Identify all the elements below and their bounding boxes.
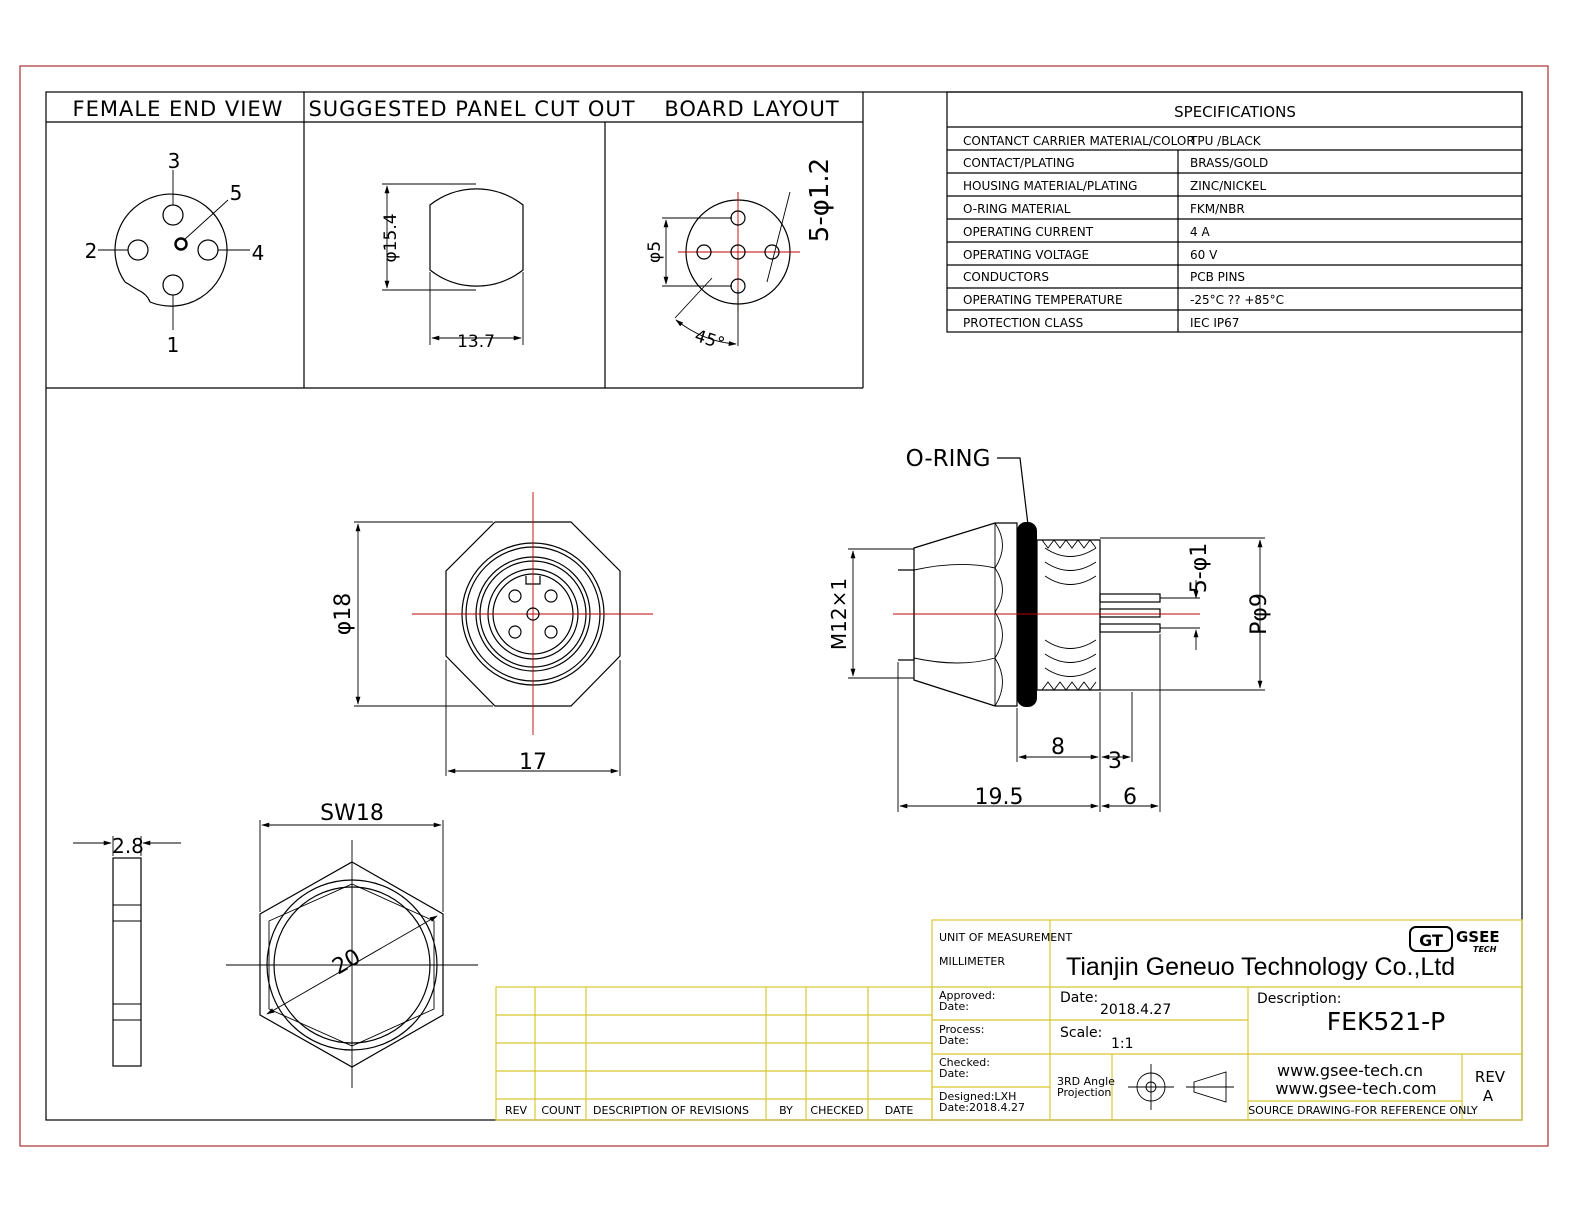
spec-row-value: PCB PINS [1190, 270, 1245, 284]
spec-row-value: 60 V [1190, 248, 1218, 262]
board-angle-dim: 45° [692, 326, 727, 354]
logo-name: GSEE [1456, 928, 1500, 946]
spec-row-value: -25°C ?? +85°C [1190, 293, 1284, 307]
board-pins-dim: 5-φ1.2 [805, 158, 835, 242]
nut-thickness-dim: 2.8 [112, 834, 144, 858]
board-layout: φ5 45° 5-φ1.2 [645, 158, 835, 355]
female-end-view: 1 2 3 4 5 [85, 149, 265, 357]
pin-label-1: 1 [167, 333, 180, 357]
projection-symbol [1128, 1064, 1234, 1110]
unit-value: MILLIMETER [939, 955, 1005, 968]
spec-row-value: ZINC/NICKEL [1190, 179, 1267, 193]
side-view: O-RING M12×1 5-φ1 Pφ9 8 3 19.5 6 [827, 446, 1272, 812]
process-label: Process: [939, 1023, 984, 1036]
spec-row-label: PROTECTION CLASS [963, 316, 1083, 330]
logo-sub: TECH [1473, 945, 1497, 954]
spec-row-value: IEC IP67 [1190, 316, 1239, 330]
side-pins-dim: 5-φ1 [1187, 543, 1212, 593]
rev-value: A [1483, 1087, 1494, 1105]
spec-row-value: 4 A [1190, 225, 1210, 239]
checked-date-label: Date: [939, 1067, 969, 1080]
spec-row-value: FKM/NBR [1190, 202, 1245, 216]
spec-row-label: CONDUCTORS [963, 270, 1049, 284]
front-width-dim: 17 [519, 750, 547, 775]
oring-callout: O-RING [906, 446, 991, 472]
spec-row-label: CONTACT/PLATING [963, 156, 1075, 170]
designed-label: Designed:LXH [939, 1090, 1016, 1103]
spec-row-label: OPERATING VOLTAGE [963, 248, 1089, 262]
nut-sw-dim: SW18 [320, 801, 384, 826]
website-cn: www.gsee-tech.cn [1277, 1061, 1423, 1080]
revision-header: BY [779, 1104, 793, 1117]
revision-header: DATE [885, 1104, 914, 1117]
company-name: Tianjin Geneuo Technology Co.,Ltd [1066, 953, 1455, 981]
approved-date-label: Date: [939, 1000, 969, 1013]
spec-row-label: O-RING MATERIAL [963, 202, 1071, 216]
spec-row-label: CONTANCT CARRIER MATERIAL/COLOR [963, 134, 1195, 148]
board-circle-dim: φ5 [645, 241, 665, 263]
nut-diameter-dim: 20 [328, 945, 365, 981]
revisions-table: REV COUNT DESCRIPTION OF REVISIONS BY CH… [495, 986, 933, 1121]
approved-label: Approved: [939, 989, 995, 1002]
company-logo: GT GSEE TECH [1409, 926, 1500, 954]
projection-line2: Projection [1057, 1086, 1111, 1099]
nut-side-view: 2.8 [73, 834, 181, 1067]
website-com: www.gsee-tech.com [1275, 1079, 1436, 1098]
pin-label-2: 2 [85, 239, 98, 263]
spec-row-label: HOUSING MATERIAL/PLATING [963, 179, 1137, 193]
process-date-label: Date: [939, 1034, 969, 1047]
side-d3-dim: 3 [1108, 749, 1122, 774]
panel-cut-out: φ15.4 13.7 [381, 183, 524, 352]
pin-label-5: 5 [230, 181, 243, 205]
side-pcd-dim: Pφ9 [1247, 593, 1272, 635]
spec-row-label: OPERATING CURRENT [963, 225, 1094, 239]
description-label: Description: [1257, 991, 1341, 1007]
side-thread-dim: M12×1 [827, 578, 851, 650]
source-note: SOURCE DRAWING-FOR REFERENCE ONLY [1248, 1104, 1478, 1117]
side-d8-dim: 8 [1051, 735, 1065, 760]
pin-label-3: 3 [168, 149, 181, 173]
board-layout-title: BOARD LAYOUT [664, 97, 839, 121]
top-views-table: FEMALE END VIEW SUGGESTED PANEL CUT OUT … [46, 92, 864, 389]
side-d19-dim: 19.5 [975, 785, 1024, 810]
revision-header: DESCRIPTION OF REVISIONS [593, 1104, 749, 1117]
revision-header: CHECKED [810, 1104, 863, 1117]
spec-title: SPECIFICATIONS [1174, 103, 1296, 121]
panel-cut-out-title: SUGGESTED PANEL CUT OUT [308, 97, 635, 121]
unit-label: UNIT OF MEASUREMENT [939, 931, 1072, 944]
scale-value: 1:1 [1111, 1036, 1134, 1052]
date-label: Date: [1060, 990, 1098, 1006]
side-d6-dim: 6 [1123, 785, 1137, 810]
scale-label: Scale: [1060, 1025, 1102, 1041]
checked-label: Checked: [939, 1056, 990, 1069]
rev-label: REV [1475, 1068, 1506, 1086]
date-value: 2018.4.27 [1100, 1002, 1171, 1018]
title-block: UNIT OF MEASUREMENT MILLIMETER Tianjin G… [931, 919, 1523, 1121]
designed-date-label: Date:2018.4.27 [939, 1101, 1025, 1114]
panel-width-dim: 13.7 [457, 332, 495, 352]
panel-height-dim: φ15.4 [381, 213, 401, 262]
projection-line1: 3RD Angle [1057, 1075, 1115, 1088]
outer-border [19, 65, 1549, 1147]
description-value: FEK521-P [1327, 1007, 1445, 1036]
spec-row-label: OPERATING TEMPERATURE [963, 293, 1123, 307]
logo-mark: GT [1419, 931, 1443, 950]
spec-row-value: BRASS/GOLD [1190, 156, 1268, 170]
front-view: φ18 17 [331, 492, 653, 776]
spec-row-value: TPU /BLACK [1189, 134, 1262, 148]
specifications-table: SPECIFICATIONS CONTANCT CARRIER MATERIAL… [946, 91, 1523, 333]
pin-label-4: 4 [252, 241, 265, 265]
nut-front-view: 20 SW18 [226, 801, 478, 1088]
front-diameter-dim: φ18 [331, 593, 356, 636]
female-end-view-title: FEMALE END VIEW [73, 97, 284, 121]
revision-header: COUNT [541, 1104, 581, 1117]
revision-header: REV [505, 1104, 528, 1117]
